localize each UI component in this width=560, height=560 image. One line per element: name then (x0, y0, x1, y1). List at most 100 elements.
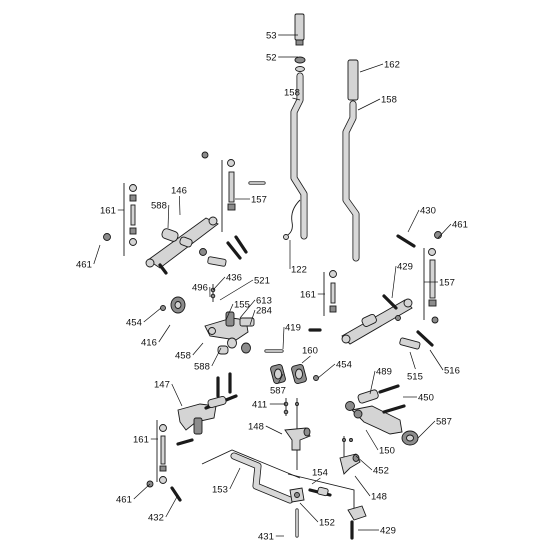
lever-150 (351, 404, 406, 435)
leader-line-461 (437, 223, 452, 239)
callout-588: 588 (151, 201, 167, 212)
leader-line-146 (179, 195, 181, 216)
rod-end-161-right (323, 270, 337, 316)
callout-419: 419 (285, 323, 301, 334)
pins-left-lower (158, 235, 248, 275)
callout-587: 587 (270, 386, 286, 397)
tee-fitting-148-upper (284, 427, 311, 451)
callout-613: 613 (256, 296, 272, 307)
bracket-587-right (401, 430, 419, 446)
leader-line-461 (133, 483, 151, 500)
callout-148: 148 (371, 492, 387, 503)
leader-line-521 (219, 279, 254, 301)
tee-fitting-148-lower (339, 436, 361, 475)
leader-line-147 (171, 383, 183, 407)
leader-line-416 (158, 324, 171, 343)
leader-line-588 (211, 347, 222, 367)
callout-431: 431 (258, 532, 274, 543)
callout-516: 516 (444, 366, 460, 377)
callout-153: 153 (212, 485, 228, 496)
arm-146-right (341, 298, 413, 345)
callout-515: 515 (407, 372, 423, 383)
callout-150: 150 (379, 446, 395, 457)
callout-157: 157 (251, 195, 267, 206)
leader-line-515 (409, 351, 416, 370)
leader-line-162 (359, 63, 384, 73)
wire-clip-122 (283, 199, 301, 240)
callout-461: 461 (452, 220, 468, 231)
link-157-left (201, 151, 266, 232)
callout-160: 160 (302, 346, 318, 357)
leader-line-432 (165, 494, 179, 518)
callout-429: 429 (397, 262, 413, 273)
callout-489: 489 (376, 367, 392, 378)
column-tube-left-158 (290, 72, 308, 240)
column-tube-right-158 (342, 100, 360, 262)
leader-line-158 (292, 97, 301, 101)
callout-162: 162 (384, 60, 400, 71)
leader-line-154 (311, 477, 321, 485)
callout-587: 587 (436, 417, 452, 428)
callout-461: 461 (76, 260, 92, 271)
callout-53: 53 (266, 31, 277, 42)
leader-line-588 (167, 204, 170, 229)
leader-line-458 (192, 342, 204, 356)
pins-right-515-516 (308, 328, 434, 350)
leader-line-419 (282, 326, 285, 350)
spacer-458-588 (217, 337, 251, 355)
leader-line-587 (417, 420, 436, 439)
callout-52: 52 (266, 53, 277, 64)
leader-line-430 (407, 209, 420, 233)
leader-line-284 (249, 309, 256, 326)
callout-430: 430 (420, 206, 436, 217)
leader-line-155 (225, 303, 234, 321)
callout-429: 429 (380, 526, 396, 537)
coupler-160 (270, 363, 319, 385)
leader-line-454 (317, 363, 336, 379)
callout-454: 454 (126, 318, 142, 329)
callout-158: 158 (381, 95, 397, 106)
end-fitting-429-lower (347, 505, 367, 540)
callout-152: 152 (319, 518, 335, 529)
leader-line-613 (239, 299, 256, 319)
callout-161: 161 (100, 206, 116, 217)
callout-521: 521 (254, 276, 270, 287)
callout-161: 161 (133, 435, 149, 446)
rod-end-161-lower (146, 420, 182, 502)
leader-line-489 (369, 370, 376, 395)
leader-line-452 (355, 455, 373, 471)
callout-450: 450 (418, 393, 434, 404)
bolt-461-left (103, 233, 111, 241)
leader-line-429 (391, 265, 397, 299)
callout-454: 454 (336, 360, 352, 371)
callout-161: 161 (300, 290, 316, 301)
fitting-489 (345, 384, 400, 411)
leader-line-153 (229, 467, 241, 490)
bracket-454-416 (160, 296, 186, 314)
callout-147: 147 (154, 380, 170, 391)
rod-end-161-left (123, 183, 137, 256)
callout-496: 496 (192, 283, 208, 294)
leader-line-152 (299, 502, 319, 523)
bolts-436-496 (210, 284, 216, 302)
callout-588: 588 (194, 362, 210, 373)
bushing-588-left (161, 228, 193, 248)
lever-155 (204, 311, 255, 341)
column-sleeve-162 (347, 59, 359, 101)
callout-461: 461 (116, 495, 132, 506)
callout-458: 458 (175, 351, 191, 362)
leader-line-148 (354, 475, 371, 497)
shaft-154 (287, 473, 355, 510)
callout-411: 411 (252, 400, 267, 411)
callout-148: 148 (248, 422, 264, 433)
leader-line-150 (365, 429, 379, 451)
leader-line-436 (212, 276, 226, 291)
callout-146: 146 (171, 186, 187, 197)
nut-52 (294, 56, 306, 72)
callout-416: 416 (141, 338, 157, 349)
leader-line-454 (143, 307, 162, 323)
shaft-153 (201, 449, 301, 504)
leader-line-160 (301, 355, 311, 364)
callout-155: 155 (234, 300, 250, 311)
